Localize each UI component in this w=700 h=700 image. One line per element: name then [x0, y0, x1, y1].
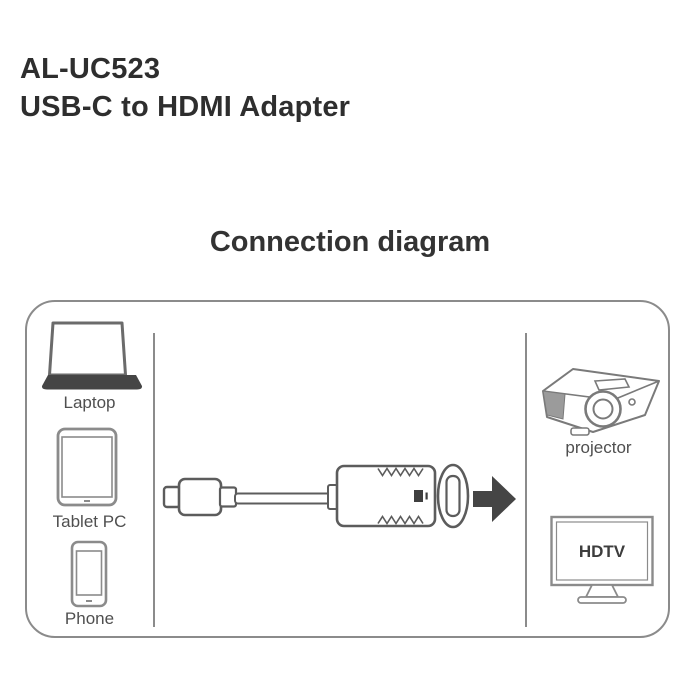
usb-c-to-hdmi-adapter-illustration [162, 463, 516, 529]
arrow-shaft [473, 491, 493, 507]
projector-lens-inner [592, 398, 614, 420]
projector-label: projector [565, 438, 632, 457]
projector-foot [570, 427, 590, 436]
product-name-title: USB-C to HDMI Adapter [20, 91, 351, 123]
projector-side-shade [542, 390, 566, 420]
connector-opening [445, 474, 461, 518]
laptop-base [41, 375, 143, 390]
tablet-screen [61, 436, 113, 498]
housing-grip-bottom [377, 515, 424, 525]
usb-c-plug-neck [218, 486, 238, 508]
arrow-right-icon [473, 476, 516, 522]
tablet-pc-label: Tablet PC [52, 512, 127, 531]
phone-body [70, 540, 108, 608]
housing-port-mark [414, 490, 423, 502]
adapter-housing [335, 464, 437, 528]
housing-port-pin [425, 492, 428, 500]
tv-screen [555, 521, 649, 581]
phone-screen [75, 550, 103, 596]
tv-stand-base [577, 596, 627, 604]
hdtv-label: HDTV [579, 542, 626, 561]
section-title: Connection diagram [209, 226, 491, 258]
product-model-title: AL-UC523 [20, 53, 161, 85]
left-column-divider [153, 333, 155, 627]
projector-icon [542, 368, 660, 436]
phone-icon [70, 540, 108, 608]
hdmi-adapter-body [327, 464, 437, 528]
housing-grip-top [377, 467, 424, 477]
laptop-label: Laptop [63, 393, 116, 412]
tv-stand-neck [584, 584, 620, 598]
phone-label: Phone [64, 609, 115, 628]
hdtv-icon: HDTV [550, 515, 654, 604]
projector-button [628, 398, 636, 406]
usb-c-plug-body [177, 477, 223, 517]
usb-c-plug [162, 477, 238, 517]
tablet-body [56, 427, 118, 507]
connector-outline [436, 463, 470, 529]
hdmi-female-connector [436, 463, 470, 529]
tablet-icon [56, 427, 118, 507]
product-title-block: AL-UC523 USB-C to HDMI Adapter [20, 50, 350, 126]
arrow-head [492, 476, 516, 522]
laptop-icon [41, 321, 143, 390]
usb-c-plug-tip [162, 485, 182, 509]
projector-top-vent [593, 378, 631, 391]
right-column-divider [525, 333, 527, 627]
tv-outer-frame [550, 515, 654, 587]
laptop-screen [48, 321, 127, 377]
